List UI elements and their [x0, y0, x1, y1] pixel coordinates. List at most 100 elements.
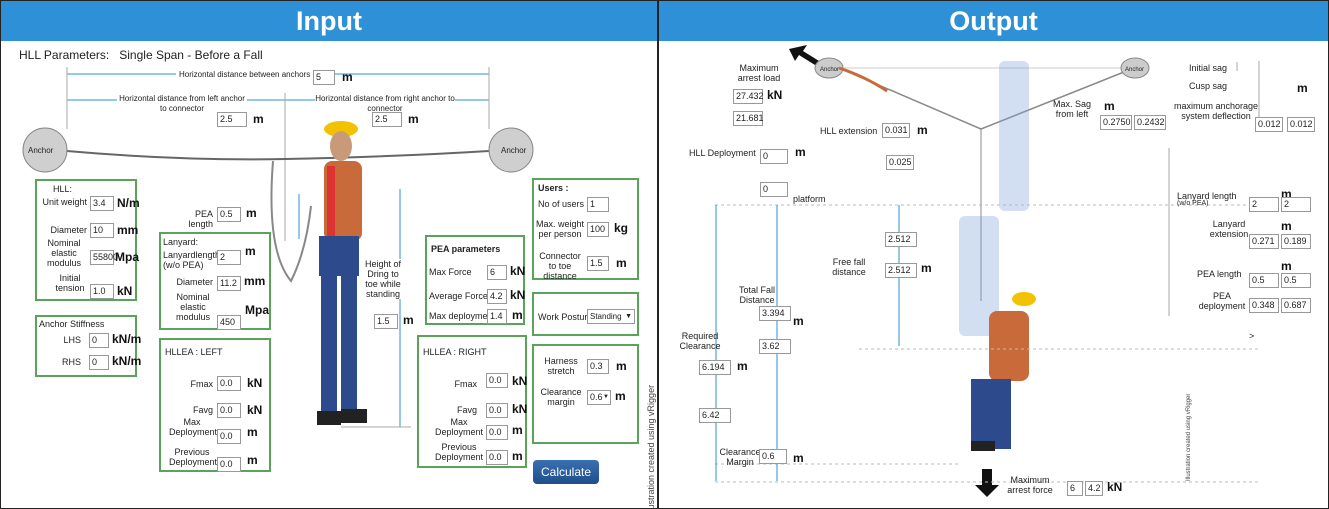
connector-label: Connector to toe distance	[539, 251, 581, 281]
initial-sag-label: Initial sag	[1189, 63, 1228, 73]
hllea-left-maxdep-input[interactable]: 0.0	[217, 429, 241, 444]
pea-box	[425, 235, 525, 325]
rhs-input[interactable]: 0	[89, 355, 109, 370]
pea-deployment-value1: 0.348	[1249, 298, 1279, 313]
pea-max-force-input[interactable]: 6	[487, 265, 507, 280]
lanyard-box	[159, 232, 271, 330]
max-sag-value1: 0.2750	[1100, 115, 1132, 130]
total-fall-unit: m	[793, 314, 804, 328]
lanyard-length-input[interactable]: 2	[217, 250, 241, 265]
horiz-left-input[interactable]: 2.5	[217, 112, 247, 127]
clearance-select[interactable]: 0.6 ▼	[587, 390, 611, 405]
hll-deployment-value: 0	[760, 149, 788, 164]
hllea-right-prevdep-input[interactable]: 0.0	[486, 450, 508, 465]
chevron-down-icon: ▼	[625, 313, 632, 320]
max-arrest-load-unit: kN	[767, 88, 783, 102]
pea-length-out-value2: 0.5	[1281, 273, 1311, 288]
max-arrest-force-value1: 6	[1067, 481, 1083, 496]
horiz-right-input[interactable]: 2.5	[372, 112, 402, 127]
max-weight-unit: kg	[614, 221, 629, 235]
pea-avg-force-input[interactable]: 4.2	[487, 289, 507, 304]
pea-max-force-label: Max Force	[429, 267, 472, 277]
anchorage-label: maximum anchorage system deflection	[1173, 101, 1259, 121]
pea-length-unit: m	[246, 206, 257, 220]
connector-unit: m	[616, 256, 627, 270]
lanyard-length-out-sub: (w/o PEA)	[1177, 200, 1209, 207]
cusp-value2: 0.012	[1287, 117, 1315, 132]
output-anchor-right: Anchor	[1125, 67, 1145, 73]
hll-extension-unit: m	[917, 123, 928, 137]
max-weight-input[interactable]: 100	[587, 222, 609, 237]
hllea-right-prevdep-unit: m	[512, 449, 523, 463]
harness-input[interactable]: 0.3	[587, 359, 609, 374]
no-users-input[interactable]: 1	[587, 197, 609, 212]
lanyard-ext-unit: m	[1281, 219, 1292, 233]
max-sag-label: Max. Sag from left	[1052, 99, 1092, 119]
required-clearance-unit: m	[737, 359, 748, 373]
required-clearance-value2: 6.42	[699, 408, 731, 423]
hllea-right-favg-input[interactable]: 0.0	[486, 403, 508, 418]
pea-title: PEA parameters	[431, 244, 501, 254]
hllea-left-title: HLLEA : LEFT	[165, 347, 223, 357]
diameter-unit: mm	[117, 223, 139, 237]
horiz-right-label: Horizontal distance from right anchor to…	[315, 94, 455, 114]
hllea-right-box	[417, 335, 527, 468]
rhs-label: RHS	[61, 357, 81, 367]
input-header: Input	[1, 1, 657, 41]
pea-max-dep-unit: m	[512, 308, 523, 322]
hllea-right-maxdep-unit: m	[512, 423, 523, 437]
tension-unit: kN	[117, 284, 133, 298]
hllea-left-fmax-input[interactable]: 0.0	[217, 376, 241, 391]
pea-length-out-label: PEA length	[1197, 269, 1242, 279]
anchor-stiffness-box	[35, 315, 137, 377]
calculate-button[interactable]: Calculate	[533, 460, 599, 484]
pea-length-input[interactable]: 0.5	[217, 207, 241, 222]
lanyard-diameter-input[interactable]: 11.2	[217, 276, 241, 291]
hllea-left-maxdep-unit: m	[247, 425, 258, 439]
lanyard-diameter-unit: mm	[244, 274, 266, 288]
max-sag-value2: 0.2432	[1134, 115, 1166, 130]
max-arrest-force-value2: 4.2	[1085, 481, 1103, 496]
no-users-label: No of users	[538, 199, 585, 209]
total-fall-label: Total Fall Distance	[738, 285, 775, 305]
cusp-value1: 0.012	[1255, 117, 1283, 132]
horiz-right-unit: m	[408, 112, 419, 126]
hllea-right-favg-unit: kN	[512, 402, 528, 416]
lhs-input[interactable]: 0	[89, 333, 109, 348]
clearance-value: 0.6	[590, 392, 603, 402]
pea-max-dep-input[interactable]: 1.4	[487, 309, 507, 324]
connector-input[interactable]: 1.5	[587, 256, 609, 271]
work-posture-select[interactable]: Standing ▼	[587, 309, 635, 324]
pea-deployment-value2: 0.687	[1281, 298, 1311, 313]
max-arrest-load-value: 27.432	[733, 89, 764, 104]
horiz-left-label: Horizontal distance from left anchor to …	[117, 94, 247, 114]
hll-deployment-label: HLL Deployment	[689, 148, 756, 158]
clearance-label: Clearance margin	[540, 387, 582, 407]
harness-label: Harness stretch	[544, 356, 578, 376]
input-watermark: Illustration created using vRigger	[646, 384, 656, 509]
dring-input[interactable]: 1.5	[374, 314, 398, 329]
hll-modulus-input[interactable]: 55800	[90, 250, 118, 265]
unit-weight-input[interactable]: 3.4	[90, 196, 114, 211]
hll-extension-value2: 0.025	[886, 155, 914, 170]
hllea-right-fmax-input[interactable]: 0.0	[486, 373, 508, 388]
free-fall-value2: 2.512	[885, 263, 917, 278]
tension-input[interactable]: 1.0	[90, 284, 114, 299]
max-arrest-force-unit: kN	[1107, 480, 1123, 494]
pea-length-label: PEA length	[188, 209, 213, 229]
hllea-left-fmax-label: Fmax	[190, 379, 214, 389]
horiz-between-input[interactable]: 5	[313, 70, 335, 85]
diameter-input[interactable]: 10	[90, 223, 114, 238]
hllea-right-maxdep-input[interactable]: 0.0	[486, 425, 508, 440]
hllea-left-favg-input[interactable]: 0.0	[217, 403, 241, 418]
lhs-label: LHS	[63, 335, 81, 345]
unit-weight-unit: N/m	[117, 196, 140, 210]
hllea-left-prevdep-input[interactable]: 0.0	[217, 457, 241, 472]
horiz-between-label: Horizontal distance between anchors	[176, 70, 314, 80]
lanyard-modulus-input[interactable]: 450	[217, 315, 241, 330]
input-illustration	[22, 67, 534, 428]
lanyard-ext-label: Lanyard extension	[1209, 219, 1249, 239]
pea-deployment-label: PEA deployment	[1198, 291, 1246, 311]
lanyard-length-out-value1: 2	[1249, 197, 1279, 212]
output-anchor-left: Anchor	[820, 67, 840, 73]
